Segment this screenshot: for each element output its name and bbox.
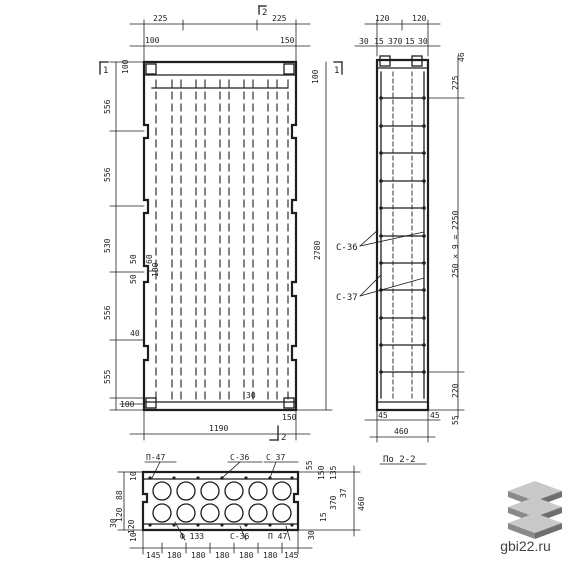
stirrups <box>380 97 425 373</box>
hollow-cores-bottom <box>152 503 292 523</box>
s11-sub-4: 15 <box>405 37 415 46</box>
s22-right-dim-2: 150 <box>317 465 326 480</box>
plan-left-dim-2: 556 <box>103 167 112 182</box>
s22-label-c36-top: С-36 <box>230 453 249 462</box>
s22-left-dim-4: 120 <box>127 519 136 534</box>
plan-left-dim-3: 530 <box>103 238 112 253</box>
mark-1-right: 1 <box>334 66 339 76</box>
plan-view <box>142 60 298 412</box>
corner-block-tl <box>145 63 157 75</box>
plan-top-small-2: 150 <box>280 36 295 45</box>
s11-title: По 2-2 <box>383 455 416 465</box>
notch-label-4: 100 <box>151 262 160 277</box>
section-2-2-dimensions: 120 88 10 120 10 30 460 55 150 135 37 37… <box>109 460 366 560</box>
notch-label-5: 40 <box>130 329 140 338</box>
corner-block-br <box>283 397 295 409</box>
s11-right-dim-4: 220 <box>451 383 460 398</box>
s11-top-dim-1: 120 <box>375 14 390 23</box>
s22-left-dim-6: 30 <box>109 518 118 528</box>
plan-right-overall: 2780 <box>313 241 322 260</box>
plan-top-edge-dim-2: 100 <box>311 69 320 84</box>
s22-left-dim-3: 10 <box>129 471 138 481</box>
plan-bottom-width: 1190 <box>209 424 228 433</box>
s22-label-p47-bottom: П 47 <box>268 532 287 541</box>
s11-sub-3: 370 <box>388 37 403 46</box>
s22-bottom-dim-1: 145 <box>146 551 161 560</box>
plan-top-edge-dim-1: 100 <box>121 59 130 74</box>
rebar-label-c37: С-37 <box>336 293 358 303</box>
s11-top-dim-2: 120 <box>412 14 427 23</box>
plan-bottom-right-dim: 150 <box>282 413 297 422</box>
rebar-nodes <box>379 96 426 374</box>
s22-label-f133: Ф 133 <box>180 532 204 541</box>
s11-sub-5: 30 <box>418 37 428 46</box>
corner-block-bl <box>145 397 157 409</box>
rebar-label-c36: С-36 <box>336 243 358 253</box>
slab-layer-3 <box>508 513 562 539</box>
s11-right-dim-2: 225 <box>451 75 460 90</box>
s22-label-c37-top: С 37 <box>266 453 285 462</box>
s22-bottom-dim-7: 145 <box>284 551 299 560</box>
s11-sub-1: 30 <box>359 37 369 46</box>
stacked-slabs-logo-icon <box>508 481 562 539</box>
notch-label-3: 60 <box>145 254 154 264</box>
s22-left-dim-1: 120 <box>115 507 124 522</box>
s22-bottom-dim-4: 180 <box>215 551 230 560</box>
s22-bottom-dim-6: 180 <box>263 551 278 560</box>
s22-label-p47-top: П-47 <box>146 453 165 462</box>
plan-bottom-left-dim: 30 <box>246 391 256 400</box>
s11-right-dim-3: 250 × 9 = 2250 <box>451 210 460 278</box>
s22-right-dim-5: 370 <box>329 495 338 510</box>
section-1-1: С-36 С-37 <box>336 55 430 412</box>
s22-bottom-dim-3: 180 <box>191 551 206 560</box>
mark-1-left: 1 <box>103 66 108 76</box>
s11-sub-2: 15 <box>374 37 384 46</box>
corner-block-tr <box>283 63 295 75</box>
s11-right-dim-5: 55 <box>451 415 460 425</box>
s22-right-dim-4: 37 <box>339 488 348 498</box>
plan-top-small-1: 100 <box>145 36 160 45</box>
section-2-2: П-47 С-36 С 37 Ф 133 С-36 П 47 <box>141 453 300 541</box>
lifting-loop-right <box>411 55 423 67</box>
s22-right-overall: 460 <box>357 496 366 511</box>
plan-left-dim-4: 556 <box>103 305 112 320</box>
plan-left-dim-5: 555 <box>103 369 112 384</box>
s22-right-dim-3: 135 <box>329 465 338 480</box>
s22-left-dim-2: 88 <box>115 490 124 500</box>
plan-dimensions: 225 225 100 150 2 1 1 100 100 556 556 53… <box>99 5 343 443</box>
section-mark-bottom: 2 <box>281 433 286 443</box>
section-outline <box>375 58 430 412</box>
s11-bottom-width: 460 <box>394 427 409 436</box>
plan-top-dim-1: 225 <box>153 14 168 23</box>
s22-left-dim-5: 10 <box>129 532 138 542</box>
s22-right-dim-6: 15 <box>319 512 328 522</box>
s22-label-c36-bottom: С-36 <box>230 532 249 541</box>
s11-bottom-small-1: 45 <box>378 411 388 420</box>
plan-left-dim-6: 100 <box>120 400 135 409</box>
site-watermark: gbi22.ru <box>500 538 551 554</box>
s22-bottom-dim-5: 180 <box>239 551 254 560</box>
reinforcement-dots <box>148 476 294 527</box>
s11-right-dim-1: 46 <box>457 52 466 62</box>
s22-right-dim-7: 30 <box>307 530 316 540</box>
notch-label-1: 50 <box>129 254 138 264</box>
section-mark-top: 2 <box>262 8 267 18</box>
hollow-core-lines <box>155 79 289 401</box>
notch-label-2: 50 <box>129 274 138 284</box>
s22-bottom-dim-2: 180 <box>167 551 182 560</box>
plan-left-dim-1: 556 <box>103 99 112 114</box>
plan-top-dim-2: 225 <box>272 14 287 23</box>
s22-right-dim-1: 55 <box>305 460 314 470</box>
section-1-1-dimensions: 120 120 30 15 370 15 30 46 225 250 × 9 =… <box>354 14 466 465</box>
lifting-loop-left <box>379 55 391 67</box>
hollow-cores-top <box>152 481 292 501</box>
s11-bottom-small-2: 45 <box>430 411 440 420</box>
